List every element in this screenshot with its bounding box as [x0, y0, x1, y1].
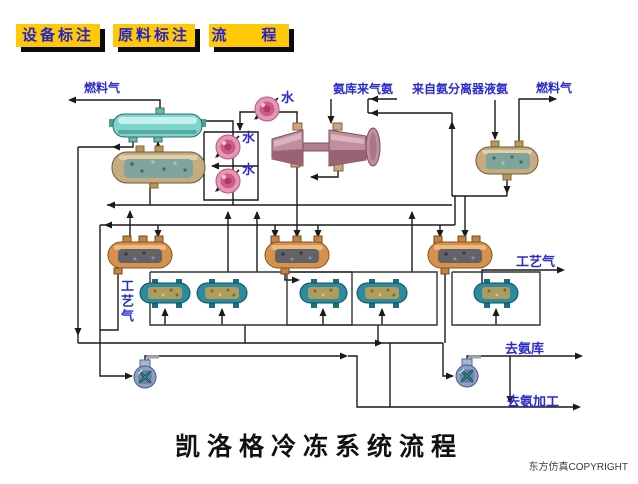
label-to-ammonia-storage: 去氨库: [505, 341, 545, 356]
ammonia-compressor[interactable]: [271, 122, 381, 172]
copyright-text: 东方仿真COPYRIGHT: [528, 462, 628, 473]
diagram-title: 凯洛格冷冻系统流程: [174, 432, 463, 461]
water-cooler-2[interactable]: [215, 134, 241, 160]
label-fuel-gas-right: 燃料气: [536, 81, 573, 95]
chiller-exchanger-4[interactable]: [356, 279, 408, 308]
label-water-2: 水: [242, 130, 256, 145]
chiller-exchanger-1[interactable]: [139, 279, 191, 308]
water-cooler-3[interactable]: [215, 168, 241, 194]
ammonia-pump-left[interactable]: [133, 355, 159, 389]
material-labels-button[interactable]: 原料标注: [113, 24, 195, 47]
label-to-ammonia-processing: 去氨加工: [507, 394, 560, 409]
separator-vessel-right[interactable]: [475, 140, 539, 181]
flow-arrows: [68, 95, 583, 411]
label-liquid-ammonia-from-separator: 来自氨分离器液氨: [412, 82, 509, 96]
flash-drum-middle[interactable]: [264, 235, 330, 275]
heat-exchanger-cyan[interactable]: [109, 107, 206, 143]
label-ammonia-gas-from-storage: 氨库来气氨: [333, 82, 394, 96]
flash-drum-right[interactable]: [427, 235, 493, 275]
chiller-exchanger-5[interactable]: [473, 279, 519, 308]
flow-button[interactable]: 流 程: [209, 24, 289, 47]
equipment-labels-button[interactable]: 设备标注: [16, 24, 100, 47]
separator-vessel-left[interactable]: [111, 145, 206, 189]
ammonia-pump-right[interactable]: [455, 355, 481, 388]
chiller-exchanger-3[interactable]: [299, 279, 348, 308]
chiller-exchanger-2[interactable]: [196, 279, 248, 308]
label-water-3: 水: [242, 162, 256, 177]
label-fuel-gas-left: 燃料气: [84, 81, 121, 95]
label-water-1: 水: [281, 90, 295, 105]
flash-drum-left[interactable]: [107, 235, 173, 275]
label-process-gas-right: 工艺气: [516, 254, 556, 269]
label-process-gas-left: 工艺气: [119, 279, 134, 324]
water-cooler-1[interactable]: [254, 96, 280, 122]
